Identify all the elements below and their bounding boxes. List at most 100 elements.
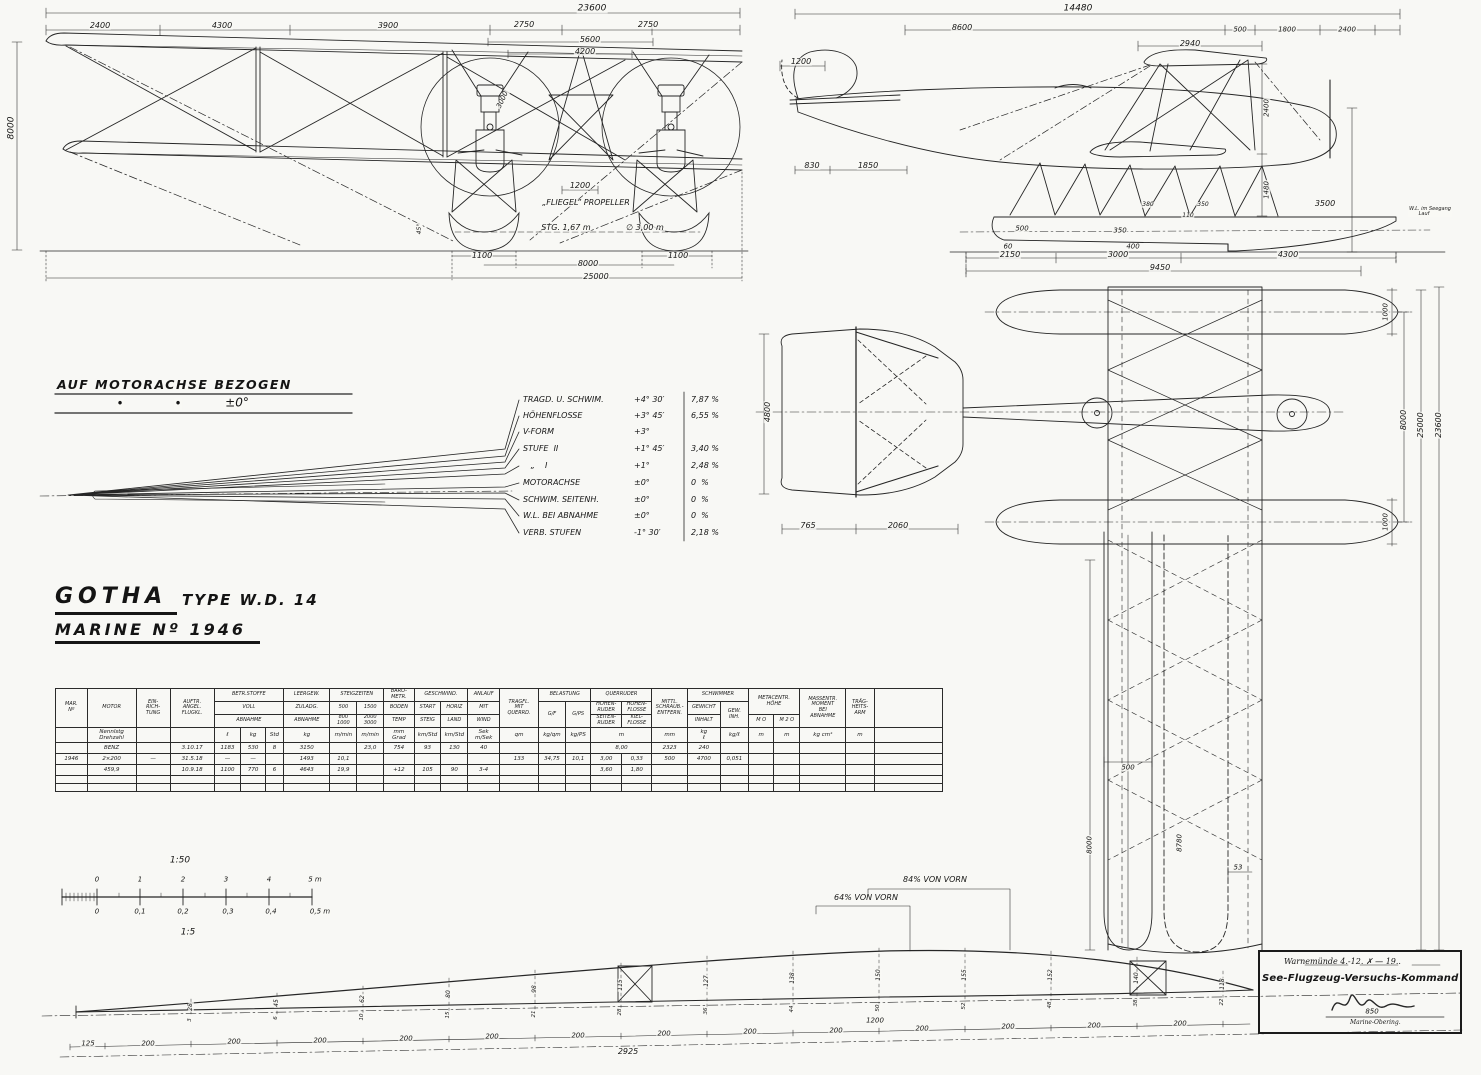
dim-label-scale: 0,3: [221, 907, 235, 916]
table-cell: [467, 783, 500, 792]
table-cell: 19,9: [329, 764, 358, 776]
angle-row-label: W.L. BEI ABNAHME: [523, 511, 599, 520]
dim-label-plan: 4800: [762, 400, 773, 424]
dim-label-side: 2150: [998, 249, 1022, 260]
table-cell: 530: [240, 742, 266, 754]
table-header-cell: STEIGZEITEN: [329, 688, 385, 702]
side-view-drawing: [779, 8, 1446, 278]
table-cell: [773, 753, 801, 765]
dim-label-side: 60: [1002, 242, 1014, 251]
table-header-cell: ZULADG.: [283, 701, 331, 715]
dim-label-profile: 850: [1364, 1007, 1380, 1016]
dim-label-plan: 8000: [1398, 408, 1409, 432]
dim-label-profile: 200: [1172, 1019, 1188, 1028]
table-cell: [845, 742, 875, 754]
table-cell: [747, 753, 775, 765]
maker-title: GOTHA: [55, 584, 178, 615]
table-cell: —: [135, 753, 171, 765]
table-header-cell: M 2 O: [773, 714, 801, 728]
dim-label-side: 500: [1232, 25, 1248, 34]
dim-label-front: 45°: [415, 222, 424, 236]
table-cell: [773, 775, 801, 784]
table-cell: [55, 764, 88, 776]
dim-label-ordinate: 80: [444, 989, 453, 999]
table-header-cell: EIN- RICH- TUNG: [135, 688, 171, 728]
table-cell: [651, 775, 688, 784]
table-cell: [773, 764, 801, 776]
table-cell: [498, 775, 540, 784]
table-cell: 8: [264, 742, 285, 754]
scale-ratio: 1:5: [179, 927, 197, 938]
table-cell: [873, 742, 943, 754]
table-cell: 3150: [283, 742, 331, 754]
table-cell: 133: [498, 753, 540, 765]
dim-label-ordinate: 45: [272, 998, 281, 1008]
table-cell: BENZ: [86, 742, 137, 754]
angle-row-label: TRAGD. U. SCHWIM.: [523, 395, 604, 404]
dim-label-scale: 3: [222, 875, 230, 884]
angle-row-value: ±0°: [634, 478, 650, 487]
table-cell: m: [590, 727, 653, 743]
angle-row-value: +3° 45′: [634, 411, 665, 420]
table-cell: [264, 753, 285, 765]
table-cell: 1100: [213, 764, 242, 776]
dim-label-profile: 1200: [865, 1016, 885, 1025]
angle-row-label: V-FORM: [523, 427, 555, 436]
table-header-cell: VOLL: [213, 701, 285, 715]
dim-label-ordinate: 21: [531, 1009, 538, 1019]
table-cell: [747, 775, 775, 784]
table-cell: Sek m/Sek: [467, 727, 500, 743]
scale-ratio: 1:50: [168, 855, 192, 866]
dim-label-profile: 200: [140, 1039, 156, 1048]
dim-label-profile: 200: [1086, 1021, 1102, 1030]
dim-label-plan: 25000: [1415, 411, 1426, 439]
table-cell: [169, 783, 215, 792]
table-cell: [440, 783, 469, 792]
table-cell: [329, 775, 358, 784]
table-header-cell: AUFTR. ANGEL. FLUGKL.: [169, 688, 215, 728]
table-cell: 10,1: [564, 753, 592, 765]
scale-bar-drawing: [61, 888, 313, 906]
dim-label-front: ∅ 3,00 m: [625, 222, 665, 233]
table-cell: 2×200: [86, 753, 137, 765]
table-cell: [590, 783, 622, 792]
table-header-cell: MITTL. SCHRAUB.- ENTFERN.: [651, 688, 688, 728]
table-cell: kg/qm: [538, 727, 566, 743]
table-cell: [283, 783, 331, 792]
angle-row-value: +3°: [634, 427, 650, 436]
table-cell: [55, 742, 88, 754]
table-cell: kg: [240, 727, 266, 743]
dim-label-scale: 5 m: [307, 875, 323, 884]
dim-label-profile: 2925: [616, 1046, 640, 1057]
table-cell: [590, 775, 622, 784]
table-cell: 3-4: [467, 764, 500, 776]
table-cell: [651, 764, 688, 776]
dim-label-ordinate: 50: [875, 1003, 882, 1013]
dim-label-front: 4300: [210, 20, 234, 31]
table-cell: ℓ: [213, 727, 242, 743]
table-header-cell: INHALT: [686, 714, 721, 728]
table-cell: [873, 727, 943, 743]
table-cell: [264, 783, 285, 792]
table-cell: [773, 742, 801, 754]
table-cell: km/Std: [440, 727, 469, 743]
dim-label-ordinate: 140: [1132, 971, 1141, 985]
dim-label-scale: 1: [136, 875, 144, 884]
table-cell: 90: [440, 764, 469, 776]
table-cell: [845, 764, 875, 776]
table-cell: [538, 742, 566, 754]
dim-label-side: 830: [803, 160, 821, 171]
table-cell: 500: [651, 753, 688, 765]
dim-label-profile: 200: [312, 1036, 328, 1045]
table-cell: [135, 764, 171, 776]
dim-label-side: 380: [1141, 200, 1155, 209]
table-header-cell: SCHWIMMER: [686, 688, 749, 702]
table-cell: [873, 764, 943, 776]
table-header-cell: LEERGEW.: [283, 688, 331, 702]
stamp-office-name: See-Flugzeug-Versuchs-Kommand: [1262, 973, 1459, 984]
dim-label-side: 14480: [1062, 3, 1094, 14]
table-cell: [799, 764, 847, 776]
plan-view-drawing: [755, 286, 1445, 954]
table-cell: [169, 727, 215, 743]
